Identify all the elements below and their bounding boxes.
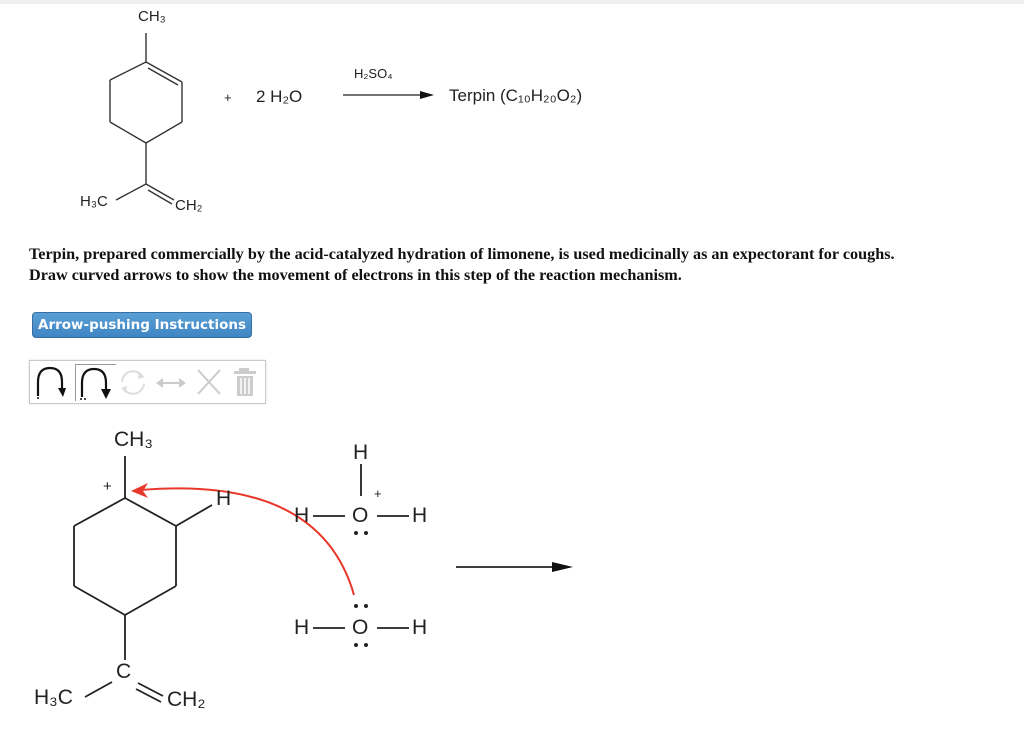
water-reagent: 2 H₂O [256,87,303,106]
hydronium-oxygen: O [352,504,369,527]
question-line-2: Draw curved arrows to show the movement … [29,266,682,284]
water-left-h: H [294,616,310,639]
catalyst-label: H₂SO₄ [354,66,393,81]
top-border [0,0,1024,4]
electron-pair-arrow-tool[interactable] [75,364,116,401]
plus-sign: + [224,90,232,105]
drawing-toolbar [29,360,266,404]
reaction-arrow [343,91,434,99]
ring-hydrogen: H [216,487,232,510]
rotate-tool[interactable] [116,364,150,400]
question-line-1: Terpin, prepared commercially by the aci… [29,245,895,263]
trash-tool[interactable] [230,364,260,400]
side-ch2: CH₂ [167,688,206,711]
delete-tool[interactable] [194,364,224,400]
question-text: Terpin, prepared commercially by the aci… [29,244,1019,286]
trash-icon [234,368,256,396]
x-icon [197,369,221,395]
rotate-icon [121,370,145,395]
hydronium-top-h: H [353,441,369,464]
alkene-carbon: C [116,660,132,683]
water-oxygen: O [352,616,369,639]
product-label: Terpin (C₁₀H₂₀O₂) [449,86,583,105]
hydronium-left-h: H [294,504,310,527]
resonance-arrow-tool[interactable] [154,364,188,400]
water-right-h: H [412,616,428,639]
carbocation-methyl: CH₃ [114,428,153,451]
ch2-label: CH₂ [175,197,203,214]
h3c-label: H₃C [80,193,108,210]
curved-arrow[interactable] [139,487,355,596]
half-arrow-icon [36,366,66,399]
positive-charge: + [103,478,112,495]
double-headed-arrow-icon [156,378,186,388]
limonene-structure [109,33,183,205]
arrow-pushing-instructions-button[interactable]: Arrow-pushing Instructions [32,312,253,338]
single-electron-arrow-tool[interactable] [32,364,72,400]
hydronium-right-h: H [412,504,428,527]
mechanism-bonds [73,456,573,703]
side-h3c: H₃C [34,686,73,709]
full-arrow-icon [80,367,111,400]
hydronium-charge: + [374,486,382,501]
methyl-label: CH₃ [138,8,166,25]
